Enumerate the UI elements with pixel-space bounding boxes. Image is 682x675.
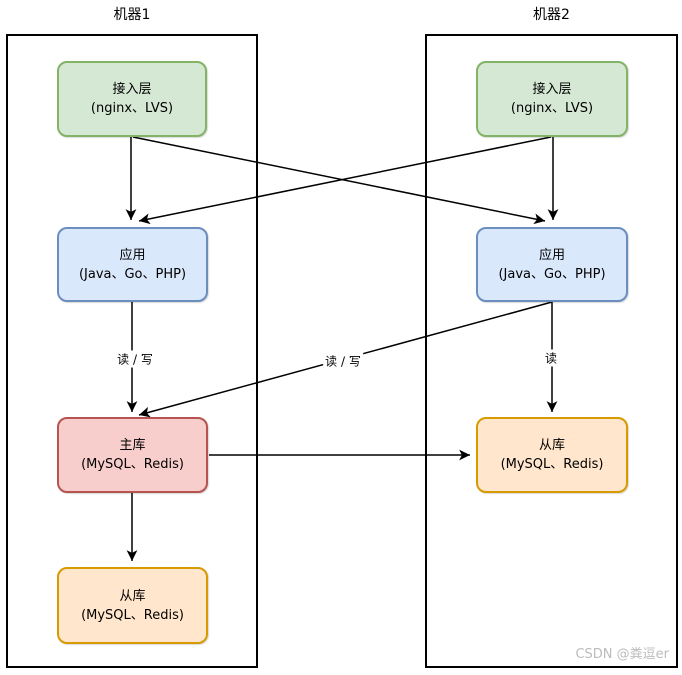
- node-m1-app-stack: (Java、Go、PHP): [78, 266, 187, 282]
- node-m2-access-stack: (nginx、LVS): [510, 101, 594, 116]
- node-m2-app: 应用 (Java、Go、PHP): [476, 227, 628, 302]
- node-m1-master-label: 主库: [119, 438, 146, 453]
- edge-label-m2-read-write: 读 / 写: [323, 352, 363, 370]
- edge-m1-access-to-m2-app: [132, 136, 546, 225]
- node-m2-app-stack: (Java、Go、PHP): [498, 266, 606, 282]
- node-m1-slave-stack: (MySQL、Redis): [81, 607, 184, 623]
- node-m1-app: 应用 (Java、Go、PHP): [57, 227, 208, 302]
- csdn-watermark: CSDN @粪逗er: [575, 647, 669, 662]
- machine2-title: 机器2: [533, 7, 570, 23]
- edge-label-m1-read-write: 读 / 写: [115, 350, 155, 368]
- edge-m2-access-to-m1-app: [138, 136, 552, 225]
- node-m2-slave-stack: (MySQL、Redis): [500, 457, 604, 472]
- node-m1-app-label: 应用: [119, 247, 146, 263]
- node-m2-slave-label: 从库: [538, 438, 565, 453]
- node-m2-access-label: 接入层: [532, 82, 572, 97]
- node-m1-master-stack: (MySQL、Redis): [81, 457, 184, 472]
- node-m1-access-stack: (nginx、LVS): [90, 101, 174, 116]
- machine1-title: 机器1: [113, 7, 151, 23]
- node-m1-slave-label: 从库: [119, 588, 146, 604]
- node-m1-access-layer: 接入层 (nginx、LVS): [57, 61, 207, 137]
- machine2-container: [425, 34, 678, 668]
- node-m1-access-label: 接入层: [112, 82, 152, 97]
- edge-label-m2-read: 读: [542, 349, 560, 367]
- node-m1-slave-db: 从库 (MySQL、Redis): [57, 567, 208, 644]
- node-m2-slave-db: 从库 (MySQL、Redis): [476, 417, 628, 493]
- node-m1-master-db: 主库 (MySQL、Redis): [57, 417, 208, 493]
- machine1-container: [6, 34, 258, 668]
- node-m2-app-label: 应用: [538, 247, 565, 263]
- node-m2-access-layer: 接入层 (nginx、LVS): [476, 61, 628, 137]
